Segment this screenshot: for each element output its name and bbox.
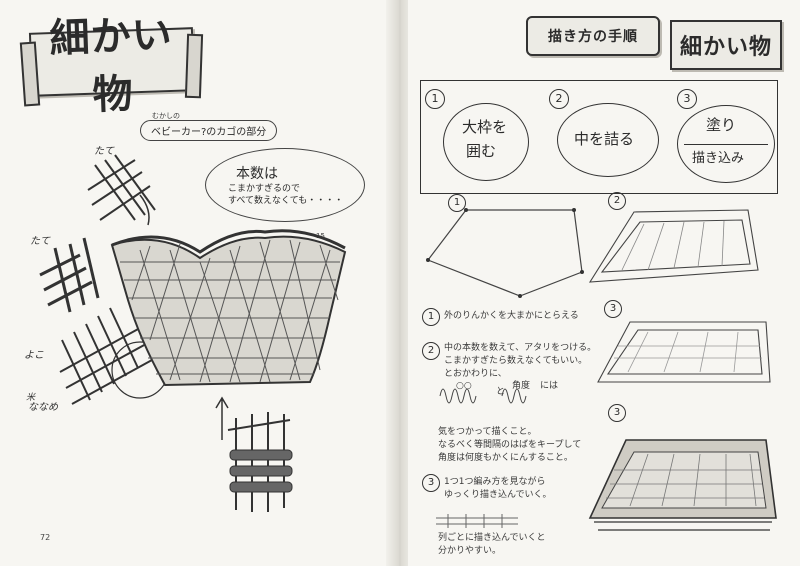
note-2-mid-c: 角度 — [512, 381, 531, 391]
note-2-line-3: とおかわりに、 — [444, 369, 507, 379]
note-2-more-3: 角度は何度もかくにんすること。 — [438, 453, 573, 463]
step-1-line-1: 大枠を — [462, 118, 508, 136]
step-3-line-1: 塗り — [706, 116, 737, 134]
page-subtitle: 描き方の手順 — [548, 29, 638, 45]
title-banner-right: 細かい物 — [670, 20, 782, 70]
note-2-more-2: なるべく等間隔のはばをキープして — [438, 440, 582, 450]
note-3-lines: 1つ1つ編み方を見ながら ゆっくり描き込んでいく。 — [444, 476, 552, 502]
tag-bottom: 米 — [26, 393, 36, 403]
step-1-line-2: 囲む — [466, 142, 497, 160]
tag-2: たて — [30, 236, 50, 247]
note-2-more: 気をつかって描くこと。 なるべく等間隔のはばをキープして 角度は何度もかくにんす… — [438, 426, 581, 465]
page-title-right: 細かい物 — [679, 34, 772, 60]
step-1-oval: 大枠を 囲む — [443, 103, 529, 181]
step-3-oval: 塗り 描き込み — [677, 105, 775, 183]
basket-illustration-left — [39, 154, 347, 512]
weave-sample-bottom — [227, 412, 293, 512]
note-3-foot: 列ごとに描き込んでいくと 分かりやすい。 — [438, 532, 546, 558]
figure-3-number: 3 — [604, 300, 622, 318]
caption-small: むかしの — [152, 112, 180, 120]
note-3-number: 3 — [422, 474, 440, 492]
weave-sample-cross — [39, 237, 100, 313]
caption-pill: ベビーカー?のカゴの部分 — [140, 120, 278, 141]
figure-1-outline — [426, 208, 584, 298]
bubble-line-1: 本数は — [236, 166, 278, 182]
note-2-more-1: 気をつかって描くこと。 — [438, 427, 537, 437]
note-3-foot-2: 分かりやすい。 — [438, 546, 502, 556]
note-3-foot-1: 列ごとに描き込んでいくと — [438, 533, 546, 543]
tag-1: たて — [94, 146, 114, 157]
figure-1-number: 1 — [448, 194, 466, 212]
bubble-line-2: こまかすぎるので すべて数えなくても・・・・ — [228, 183, 343, 207]
note-3-line-1: 1つ1つ編み方を見ながら — [444, 477, 546, 487]
bubble-line-2b: すべて数えなくても・・・・ — [228, 196, 344, 206]
note-2-mid-a: ○○ — [456, 381, 472, 391]
figure-4-basket — [588, 439, 777, 531]
note-1-number: 1 — [422, 308, 440, 326]
figure-3-frame — [597, 321, 771, 383]
arrow-2 — [215, 396, 229, 440]
page-number: 72 — [40, 533, 51, 542]
subtitle-banner: 描き方の手順 — [526, 16, 660, 56]
note-2-line-2: こまかすぎたら数えなくてもいい。 — [444, 356, 588, 366]
step-3-line-2: 描き込み — [692, 151, 745, 166]
bubble-line-2a: こまかすぎるので — [228, 184, 301, 194]
speech-bubble: 本数は こまかすぎるので すべて数えなくても・・・・ — [205, 148, 365, 222]
figure-4-number: 3 — [608, 404, 626, 422]
figure-2-number: 2 — [608, 192, 626, 210]
figure-2-frame — [588, 209, 759, 283]
weave-sample-diagonal — [59, 307, 169, 405]
steps-box: 1 大枠を 囲む 2 中を詰る 3 塗り 描き込み — [420, 80, 778, 194]
arrow-1 — [139, 194, 150, 226]
note-2-mid-d: には — [540, 381, 559, 391]
steps-illustration-right — [426, 208, 777, 531]
note-2-lines: 中の本数を数えて、アタリをつける。 こまかすぎたら数えなくてもいい。 とおかわり… — [444, 342, 596, 381]
note-1-text: 外のりんかくを大まかにとらえる — [444, 311, 579, 321]
inline-sketch-b — [436, 514, 518, 528]
note-3-line-2: ゆっくり描き込んでいく。 — [444, 490, 552, 500]
step-2-oval: 中を詰る — [557, 103, 659, 177]
note-2-number: 2 — [422, 342, 440, 360]
left-page: 細かい物 むかしの ベビーカー?のカゴの部分 本数は こまかすぎるので すべて数… — [0, 0, 392, 566]
note-2-mid-b: と — [496, 387, 506, 397]
tag-3: よこ — [24, 350, 44, 361]
right-page: 描き方の手順 細かい物 1 大枠を 囲む 2 中を詰る 3 塗り 描き込み 1 … — [408, 0, 800, 566]
basket-main — [110, 229, 347, 387]
weave-sample-vertical — [87, 154, 156, 221]
step-2-number: 2 — [549, 89, 569, 109]
step-3-divider — [684, 144, 768, 145]
step-3-number: 3 — [677, 89, 697, 109]
step-2-line-1: 中を詰る — [574, 130, 635, 148]
tag-4: ななめ — [28, 402, 58, 413]
inline-sketch-a — [439, 388, 527, 404]
step-1-number: 1 — [425, 89, 445, 109]
note-2-line-1: 中の本数を数えて、アタリをつける。 — [444, 343, 597, 353]
